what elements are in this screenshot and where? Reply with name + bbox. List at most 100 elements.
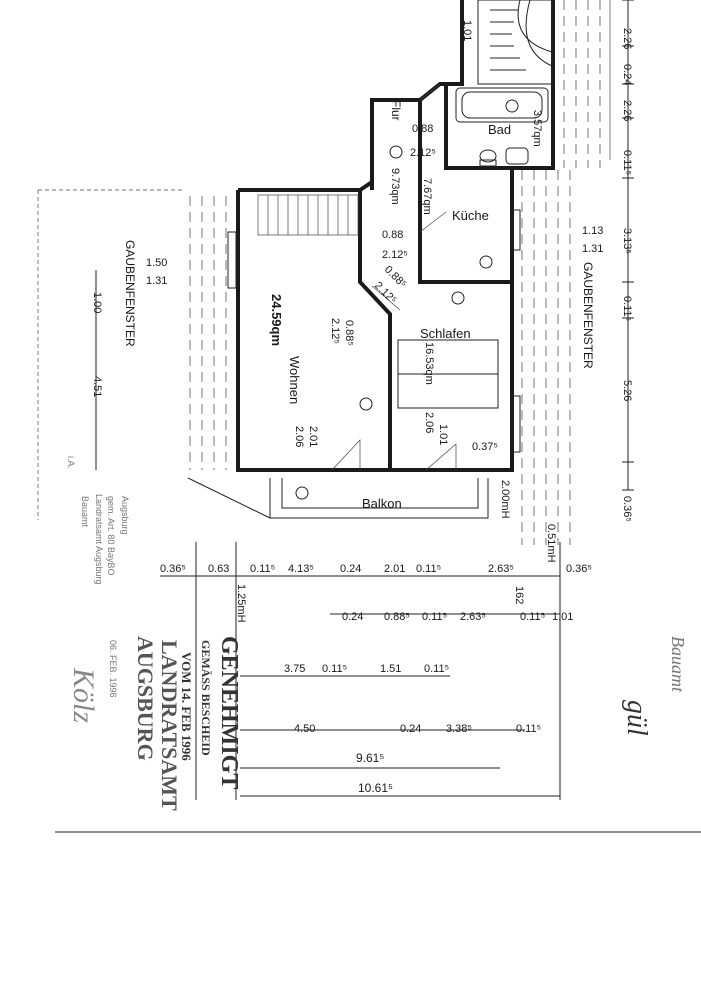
room-area-schlafen: 16.53qm (423, 342, 435, 385)
wohnen-door-width: 0.88⁵ (343, 320, 355, 346)
left-stamp-small1: Bauamt (80, 496, 90, 528)
bad-door-width: 0.88 (412, 123, 433, 135)
total-dim-label: 10.61⁵ (358, 781, 393, 795)
roof-tiles-right (521, 170, 571, 545)
bottom-dim-label: 0.63 (208, 563, 229, 575)
roof-tiles-top (563, 0, 601, 168)
left-window-width: 1.50 (146, 257, 167, 269)
bottom-dim-label: 0.36⁵ (566, 563, 592, 575)
total-dim-label: 9.61⁵ (356, 751, 384, 765)
stair-width: 1.01 (461, 20, 473, 41)
door-swings (331, 83, 457, 471)
right-dim-label: 0.11⁵ (621, 296, 633, 321)
right-dim-label: 0.36⁵ (621, 496, 633, 522)
right-window-width: 1.13 (582, 225, 603, 237)
left-stamp-date: 06. FEB. 1996 (108, 640, 118, 698)
stamp-augsburg: AUGSBURG (133, 636, 158, 761)
room-area-kueche: 7.67qm (421, 178, 433, 215)
right-dim-label: 2.26 (621, 28, 633, 49)
bottom-dim-label: 0.11⁵ (424, 663, 449, 675)
bottom-dim-label: 2.63⁵ (460, 611, 486, 623)
room-label-flur: Flur (389, 100, 403, 121)
schlafen-window-height: 2.06 (423, 412, 435, 433)
approval-stamp: GENEHMIGT GEMÄSS BESCHEID VOM 14. FEB 19… (133, 636, 242, 811)
right-dim-label: 0.24 (621, 64, 633, 85)
kueche-door-width: 0.88 (382, 229, 403, 241)
walls (187, 0, 555, 519)
attic-stair (257, 194, 359, 236)
bottom-dim-label: 0.36⁵ (160, 563, 186, 575)
bottom-dim-label: 0.11⁵ (250, 563, 275, 575)
bottom-dim-label: 0.11⁵ (416, 563, 441, 575)
dim-162: 162 (513, 586, 525, 604)
left-faint-stamp: Augsburg gem. Art. 80 BayBO 06. FEB. 199… (66, 456, 130, 698)
bauamt-note: Bauamt (668, 636, 688, 693)
washbasin (505, 147, 529, 165)
bed (397, 339, 499, 409)
room-label-schlafen: Schlafen (420, 326, 471, 341)
bottom-dim-label: 0.88⁵ (384, 611, 410, 623)
bottom-dim-label: 3.75 (284, 663, 305, 675)
staircase (477, 0, 553, 85)
bottom-dim-label: 1.01 (552, 611, 573, 623)
room-label-bad: Bad (488, 122, 511, 137)
bottom-dim-label: 4.13⁵ (288, 563, 314, 575)
left-vertical-dim: 4.51 (91, 376, 103, 397)
room-label-wohnen: Wohnen (287, 356, 302, 404)
room-area-wohnen: 24.59qm (269, 294, 284, 346)
right-dim-label: 0.11⁵ (621, 150, 633, 175)
bottom-dimension-values: 0.36⁵ 0.63 0.11⁵ 4.13⁵ 0.24 2.01 0.11⁵ 2.63⁵ 0.3… (160, 563, 592, 795)
left-stamp-art: gem. Art. 80 BayBO (106, 496, 116, 576)
bottom-dim-label: 1.51 (380, 663, 401, 675)
stamp-landratsamt: LANDRATSAMT (157, 640, 182, 811)
stamp-gemaess: GEMÄSS BESCHEID (199, 640, 213, 756)
left-stamp-city: Augsburg (120, 496, 130, 535)
schlafen-window-width: 1.01 (437, 424, 449, 445)
gaubenfenster-left-label: GAUBENFENSTER (123, 240, 137, 347)
wohnen-window-width: 2.01 (307, 426, 319, 447)
signature-left: Kölz (67, 667, 100, 723)
left-sill-height: 1.00 (91, 292, 103, 313)
stamp-genehmigt: GENEHMIGT (216, 636, 242, 789)
balkon-height: 2.00mH (499, 480, 511, 519)
signature-right: gül (621, 700, 652, 736)
gaubenfenster-right-label: GAUBENFENSTER (581, 262, 595, 369)
toilet (479, 149, 497, 167)
bottom-dim-label: 0.24 (340, 563, 361, 575)
knee-wall-height: 1.25mH (235, 584, 247, 623)
bottom-dim-label: 0.11⁵ (422, 611, 447, 623)
right-window-height: 1.31 (582, 243, 603, 255)
right-wall-height: 0.51mH (545, 524, 557, 563)
room-label-balkon: Balkon (362, 496, 402, 511)
bottom-dim-label: 0.11⁵ (322, 663, 347, 675)
bottom-dim-label: 2.63⁵ (488, 563, 514, 575)
bottom-dim-label: 2.01 (384, 563, 405, 575)
stamp-vom: VOM 14. FEB 1996 (179, 652, 194, 761)
roof-tiles-left (189, 196, 227, 470)
windows (227, 209, 521, 453)
left-window-height: 1.31 (146, 275, 167, 287)
right-dim-label: 3.13⁵ (621, 228, 633, 254)
kueche-door-height: 2.12⁵ (382, 249, 408, 261)
room-area-bad: 3.57qm (531, 110, 543, 147)
right-dim-label: 2.26 (621, 100, 633, 121)
bottom-dim-label: 0.24 (342, 611, 363, 623)
bottom-dim-label: 0.11⁵ (516, 723, 541, 735)
wohnen-door-height: 2.12⁵ (329, 318, 341, 344)
bottom-dim-label: 3.38⁵ (446, 723, 472, 735)
bottom-dimension-lines (160, 542, 561, 800)
bad-door-height: 2.12⁵ (410, 147, 436, 159)
left-stamp-office: Landratsamt Augsburg (94, 494, 104, 585)
bottom-dim-label: 0.11⁵ (520, 611, 545, 623)
bottom-dim-label: 0.24 (400, 723, 421, 735)
schlafen-sill: 0.37⁵ (472, 441, 498, 453)
bottom-dim-label: 4.50 (294, 723, 315, 735)
left-stamp-small2: i.A. (66, 456, 76, 469)
room-area-flur: 9.73qm (389, 168, 401, 205)
smoke-detectors (295, 99, 519, 500)
wohnen-window-height: 2.06 (293, 426, 305, 447)
bathtub (455, 87, 549, 123)
room-label-kueche: Küche (452, 208, 489, 223)
